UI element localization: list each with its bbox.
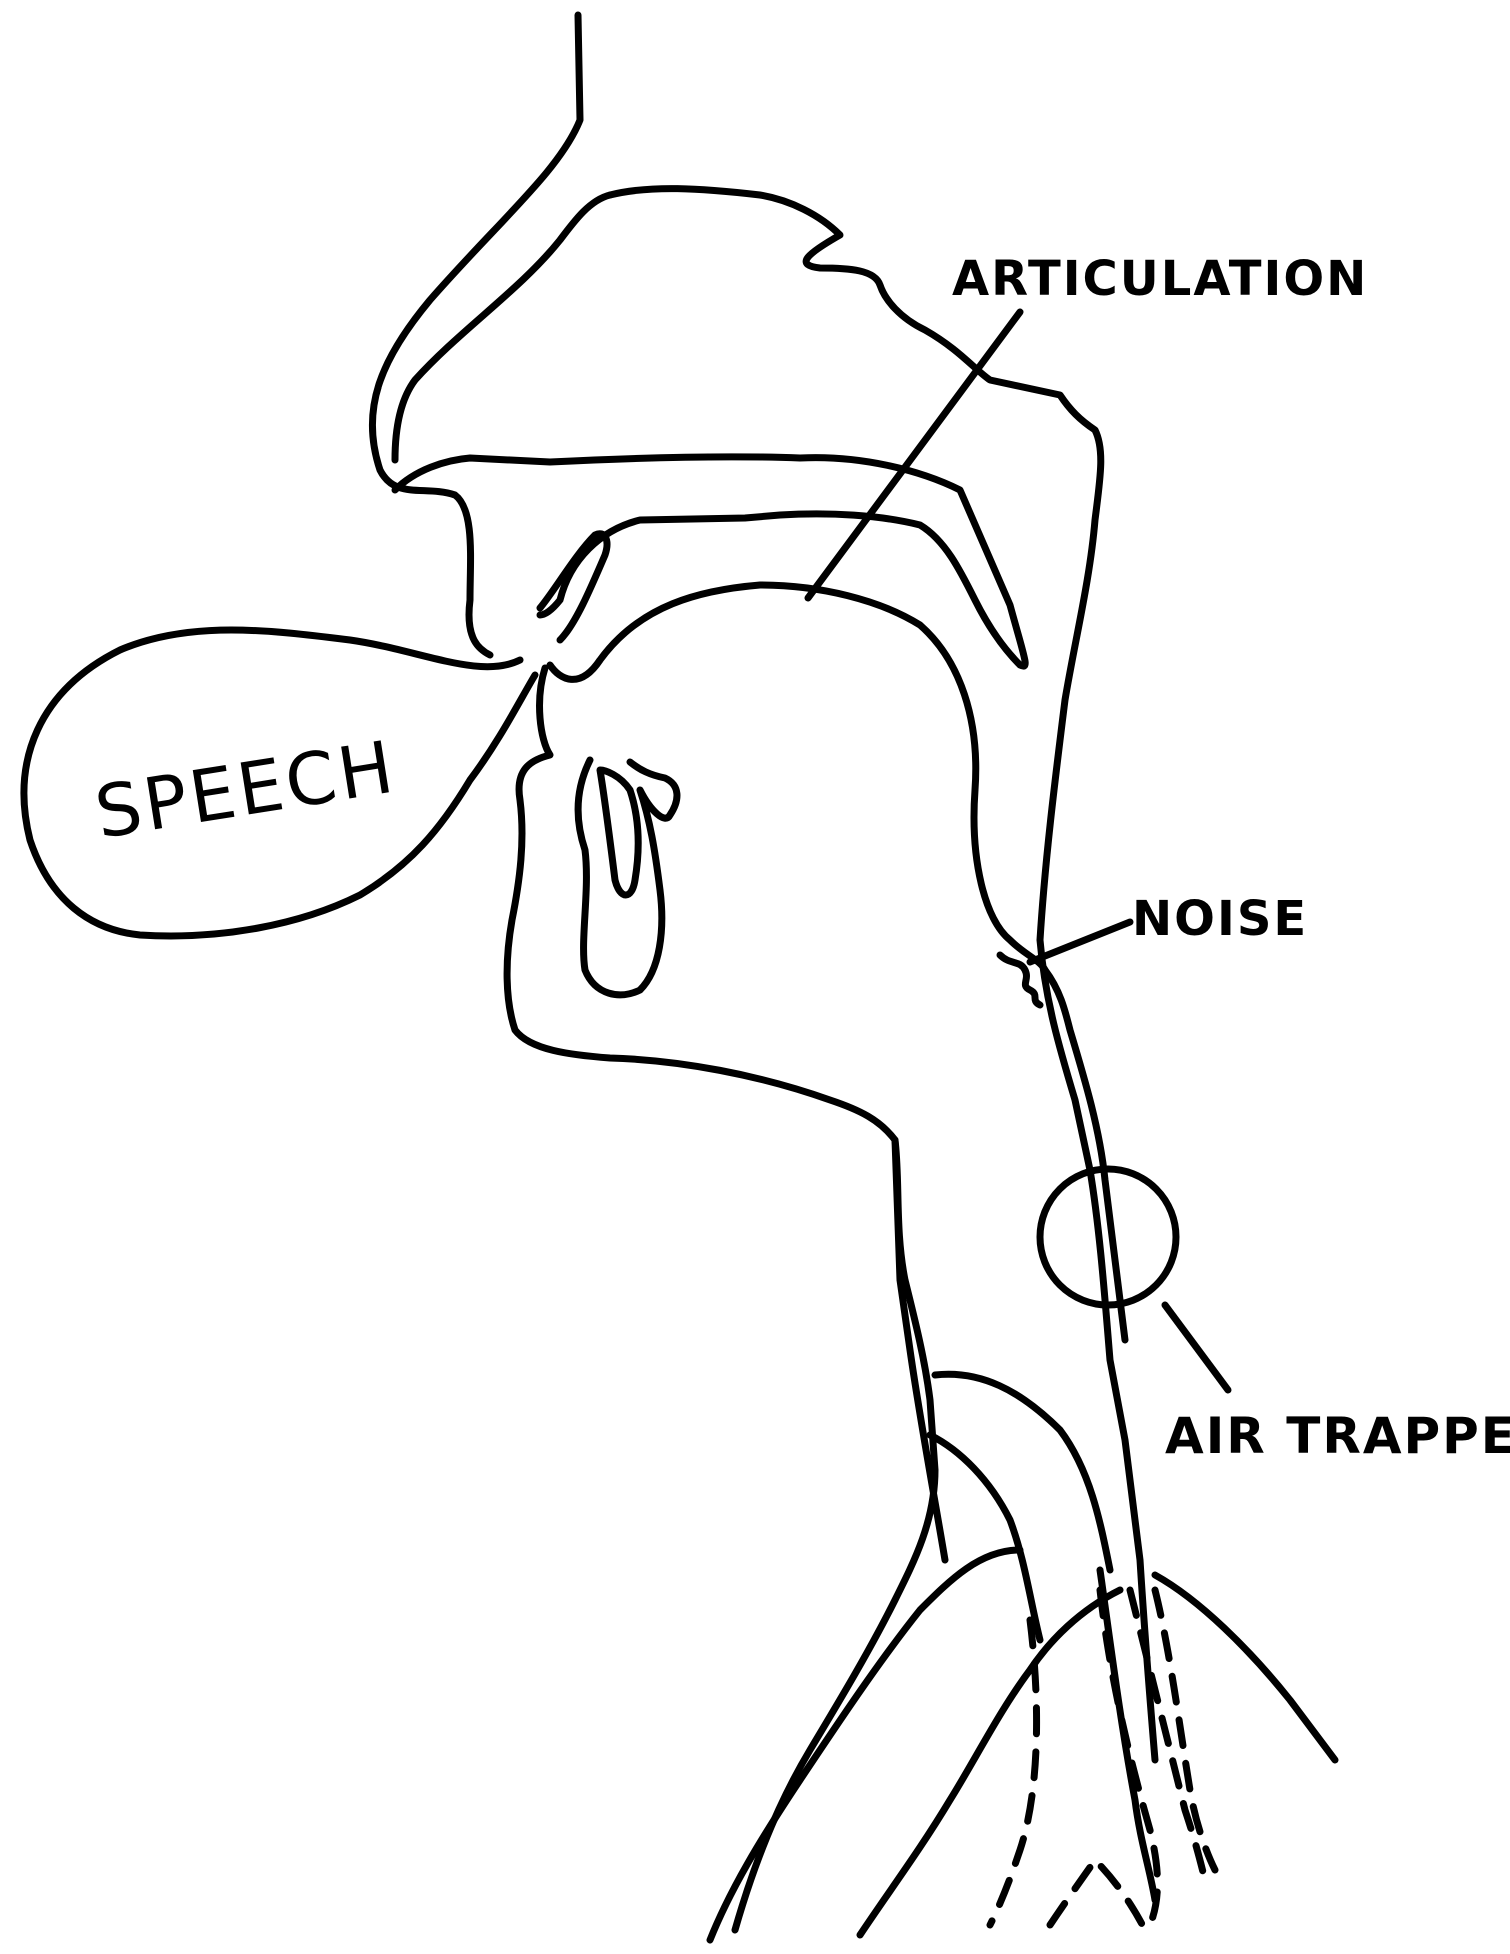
skull-outline [610,189,1155,1760]
noise-label: NOISE [1132,891,1308,947]
speech-label: SPEECH [90,724,402,854]
lower-teeth [578,760,677,995]
articulation-label: ARTICULATION [952,251,1368,307]
upper-teeth [540,534,607,640]
skull-rear-outline [395,195,610,460]
lower-lip-jaw-outline [507,668,935,1930]
dashed-carina [1050,1860,1145,1930]
trachea-rear [930,1435,1040,1640]
air-trapped-label: AIR TRAPPED [1165,1407,1510,1465]
air-trapped-leader [1165,1305,1228,1390]
esophagus-front [710,1550,1020,1940]
trachea-front [935,1374,1110,1570]
noise-leader [1030,922,1130,962]
lower-lip [600,770,638,895]
face-profile-outline [372,15,580,655]
